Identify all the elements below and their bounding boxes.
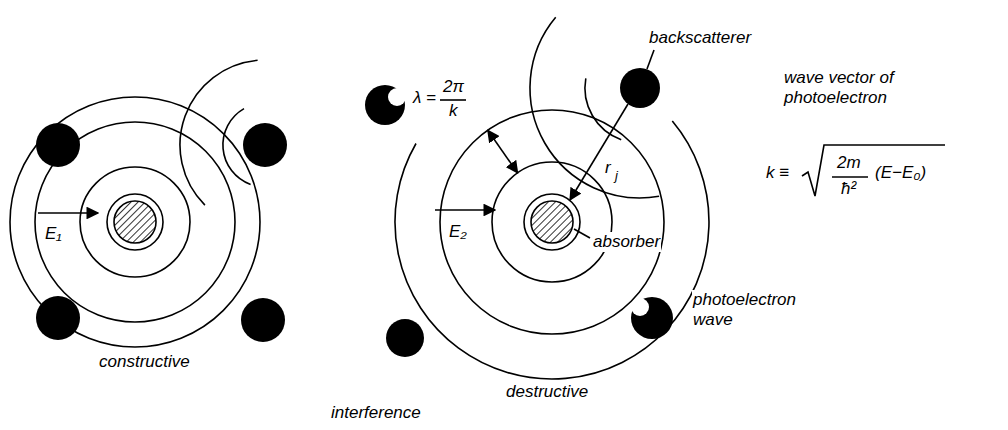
absorber-ring — [107, 194, 163, 250]
backscatterer-atom — [631, 297, 673, 339]
wave-front — [35, 122, 235, 322]
backscatterer-atom — [620, 68, 660, 108]
energy-label: E₁ — [44, 224, 63, 244]
backscatterer-atom — [365, 85, 405, 125]
formula-note: wave vector of photoelectron — [783, 68, 920, 108]
figure-caption: constructive — [98, 352, 191, 372]
backscattered-wave — [530, 17, 659, 198]
backscatterer-atom — [36, 123, 80, 167]
backscattered-wave — [585, 78, 621, 139]
backscattered-wave — [180, 60, 258, 205]
wave-front — [80, 167, 190, 277]
wave-front — [10, 97, 260, 347]
root-sign — [802, 145, 945, 196]
formula-part: k — [448, 101, 459, 121]
backscatterer-atom — [36, 296, 80, 340]
distance-label: r — [604, 158, 612, 178]
part-label: backscatterer — [648, 28, 752, 48]
figure-caption: interference — [330, 403, 422, 423]
formula-part: k ≡ — [765, 163, 790, 183]
formula-part: ħ² — [840, 179, 857, 199]
wavelength-arrow — [488, 130, 518, 173]
formula-part: 2m — [836, 153, 862, 173]
absorber-ring — [524, 194, 580, 250]
formula-part: 2π — [442, 77, 465, 97]
backscatterer-atom — [241, 298, 285, 342]
photon-arrow — [38, 212, 98, 214]
wave-front — [492, 162, 612, 282]
part-label: absorber — [592, 232, 661, 252]
absorber-atom — [531, 201, 573, 243]
wave-front — [440, 110, 664, 334]
atom-notch — [388, 88, 406, 106]
part-label: photoelectron wave — [692, 290, 809, 330]
distance-subscript: j — [614, 168, 619, 183]
leader-line — [574, 229, 590, 238]
photon-arrow — [435, 209, 495, 211]
formula-part: (E−E₀) — [874, 163, 927, 183]
distance-arrow — [570, 104, 628, 200]
atom-notch — [631, 298, 649, 316]
wave-front — [395, 121, 709, 379]
backscatterer-atom — [386, 319, 424, 357]
figure-caption: destructive — [505, 382, 589, 402]
fraction-bar — [832, 176, 868, 178]
energy-label: E₂ — [448, 222, 468, 242]
formula-part: λ = — [412, 88, 437, 108]
backscatterer-atom — [243, 123, 287, 167]
leader-line — [647, 50, 654, 69]
absorber-atom — [114, 201, 156, 243]
